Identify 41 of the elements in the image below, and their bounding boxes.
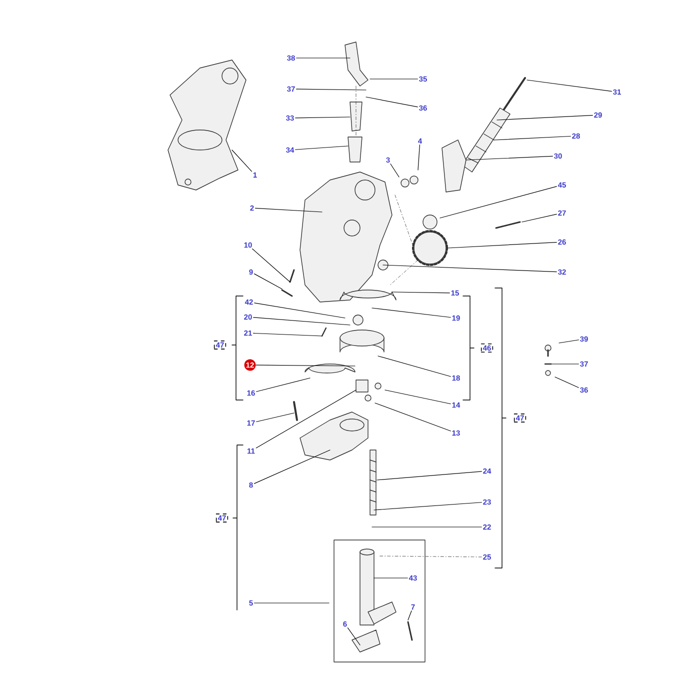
leader-line [448,242,557,248]
leader-line [295,116,350,118]
leader-line [256,390,356,448]
leader-line [494,136,571,140]
leader-line [390,164,400,178]
leader-line [370,78,418,80]
leader-line [384,390,451,404]
leader-line [252,248,290,282]
leader-line [254,302,346,318]
leader-line [256,364,356,366]
leader-line [232,150,252,172]
leader-line [376,471,482,480]
leader-line [372,308,451,318]
leader-line [496,114,593,120]
leader-line [440,186,557,218]
leader-line [382,264,557,272]
leader-line [347,628,360,646]
leader-line [408,610,412,620]
leader-line [466,156,553,160]
leader-line [374,502,482,510]
leader-line [366,96,418,108]
leader-line [418,144,420,170]
leader-line [554,376,579,388]
leader-line [558,340,579,344]
leader-line [295,146,348,150]
leader-line [392,292,450,294]
leader-line [254,450,330,484]
leader-line [372,526,482,528]
leader-line [253,317,350,326]
leader-line [378,356,451,377]
leader-line [526,80,612,92]
leader-line [254,274,282,290]
leader-line [253,332,322,336]
leader-line [254,602,330,604]
leader-line [254,208,322,212]
leader-line [296,88,366,90]
leader-line [522,214,557,222]
leader-line [256,412,294,422]
leader-line [374,402,451,432]
leader-line [378,556,482,558]
leader-line [256,378,310,392]
